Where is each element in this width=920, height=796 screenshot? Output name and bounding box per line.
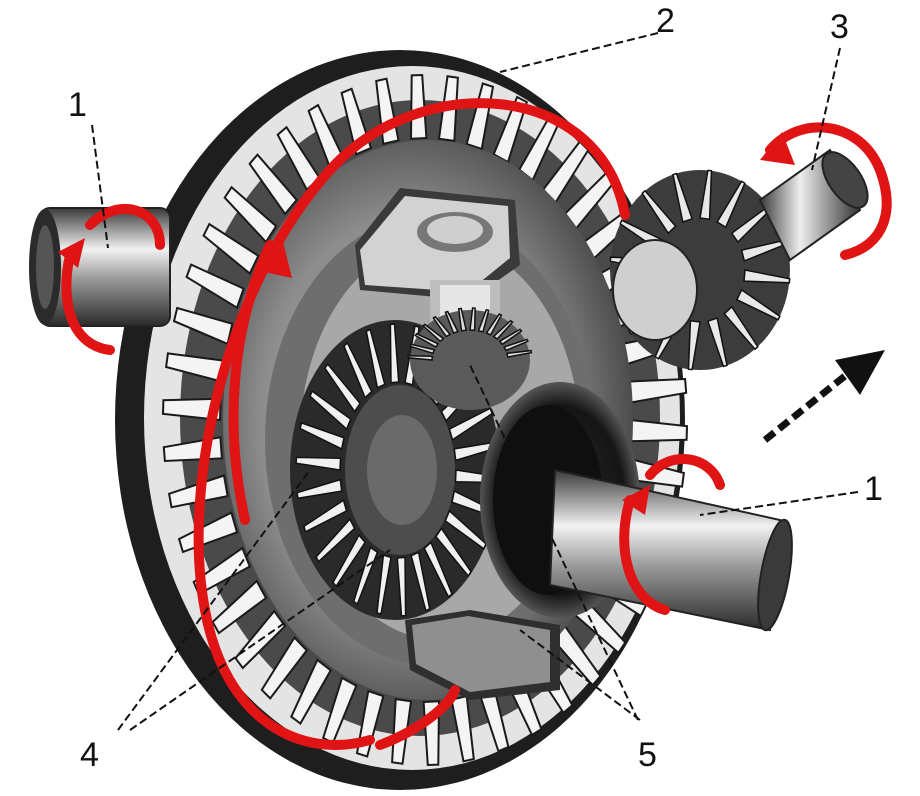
left-axle-rotation-arrow <box>61 203 165 355</box>
side-gear-tooth <box>303 499 348 533</box>
ring-gear-tooth <box>321 676 358 745</box>
ring-gear-tooth <box>172 306 234 346</box>
pinion-gear <box>609 148 869 371</box>
pinion-gear-tooth <box>716 180 746 229</box>
side-gear-tooth <box>309 390 352 431</box>
label-left-axle: 1 <box>68 86 87 124</box>
side-gear-tooth <box>352 546 379 606</box>
label-ring-gear: 2 <box>656 2 675 40</box>
side-gear-tooth <box>299 421 345 451</box>
label-pinion: 3 <box>830 8 849 46</box>
leader-label-5a <box>469 364 639 721</box>
spider-gear-tooth <box>422 323 445 343</box>
ring-gear-tooth <box>185 263 245 310</box>
ring-gear-tooth <box>202 222 260 276</box>
spider-gear-tooth <box>469 307 476 331</box>
leader-label-1-right <box>699 491 859 516</box>
ring-gear-tooth <box>192 546 252 596</box>
leader-label-2 <box>499 32 659 73</box>
side-gear-tooth <box>343 341 373 399</box>
right-axle-shaft <box>548 468 793 632</box>
side-gear-tooth <box>376 554 392 615</box>
spider-gear-tooth <box>506 349 533 358</box>
ring-gear-tooth <box>409 73 428 140</box>
side-gear-tooth <box>365 328 386 389</box>
rotation-arrows <box>58 98 892 750</box>
side-gear-tooth <box>434 527 473 578</box>
pinion-rotation-arrow <box>765 122 892 260</box>
ring-gear-tooth <box>290 658 332 725</box>
spider-gear-tooth <box>485 313 503 336</box>
spider-gear-tooth <box>444 310 459 334</box>
leader-label-1-left <box>91 124 109 249</box>
label-spider-gears: 5 <box>638 736 657 774</box>
leader-lines <box>91 32 859 731</box>
ring-gear-tooth <box>492 95 529 164</box>
side-gear-tooth <box>315 517 356 563</box>
pinion-gear-tooth <box>699 169 713 221</box>
pinion-gear-tooth <box>641 189 677 235</box>
pinion-gear-tooth <box>672 172 694 223</box>
direction-arrow <box>762 350 885 443</box>
ring-gear-tooth <box>450 694 475 763</box>
spider-gear-tooth <box>414 332 440 348</box>
pinion-gear-tooth <box>735 288 781 321</box>
side-gear-tooth <box>296 478 343 500</box>
side-gear-tooth <box>389 323 400 384</box>
side-gear-tooth <box>323 362 362 413</box>
side-gear-tooth <box>444 509 487 550</box>
spider-gear <box>407 307 533 410</box>
side-gear-tooth <box>396 556 407 617</box>
ring-arrow-head <box>255 238 292 278</box>
leader-label-4a <box>117 469 311 731</box>
spider-gear-tooth <box>432 315 452 338</box>
spider-gear-tooth <box>503 338 529 352</box>
ring-gear-tooth <box>223 185 278 244</box>
leader-label-5b <box>519 629 641 721</box>
pinion-gear-tooth <box>723 305 759 351</box>
spider-gear-tooth <box>409 343 436 355</box>
spider-gear-tooth <box>477 308 490 333</box>
side-gear-tooth <box>423 541 453 599</box>
label-side-gears: 4 <box>80 736 99 774</box>
ring-gear-tooth <box>161 397 222 422</box>
ring-gear-tooth <box>211 579 268 635</box>
spider-gear-tooth <box>457 307 468 332</box>
leader-label-3 <box>811 47 841 171</box>
pinion-gear-tooth <box>743 269 791 284</box>
label-right-axle: 1 <box>864 470 883 508</box>
ring-rotation-arrow-tail <box>375 685 460 750</box>
right-axle-rotation-arrow <box>619 454 725 615</box>
ring-rotation-arrow-inner <box>228 240 275 525</box>
ring-gear-tooth <box>260 635 309 700</box>
left-axle-shaft <box>29 207 171 327</box>
spider-gear-tooth <box>498 328 523 346</box>
leader-label-4b <box>129 549 391 731</box>
side-gear-tooth <box>295 456 342 471</box>
pinion-gear-tooth <box>687 319 701 371</box>
side-gear-tooth <box>332 533 367 588</box>
pinion-gear-tooth <box>706 317 728 368</box>
ring-gear-tooth <box>248 153 299 216</box>
spider-gear-tooth <box>407 355 434 361</box>
side-gear-tooth <box>410 551 431 612</box>
spider-gear-tooth <box>492 319 514 340</box>
